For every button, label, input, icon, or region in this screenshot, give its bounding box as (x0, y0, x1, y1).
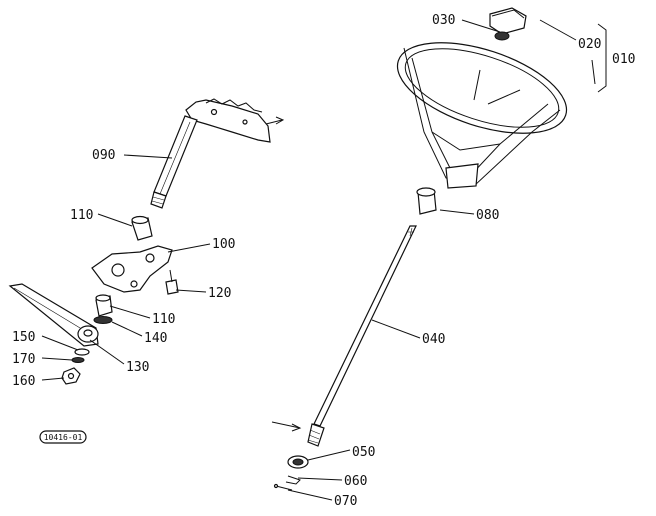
callout-050: 050 (352, 445, 375, 460)
nut-160 (61, 367, 81, 385)
bushing-080 (416, 187, 437, 215)
callout-090: 090 (92, 148, 115, 163)
reference-code: 10416-01 (44, 433, 83, 442)
callout-170: 170 (12, 352, 35, 367)
callout-070: 070 (334, 494, 357, 509)
callout-010: 010 (612, 52, 635, 67)
drag-link-arm-130 (8, 283, 99, 347)
washer-150 (74, 348, 90, 356)
bolt-120 (165, 269, 179, 295)
lockwasher-170 (71, 357, 85, 363)
sector-shaft-090 (150, 115, 198, 209)
callout-060: 060 (344, 474, 367, 489)
bushing-110-lower (95, 294, 113, 317)
bushing-110-upper (131, 215, 153, 241)
callout-040: 040 (422, 332, 445, 347)
nut-030 (494, 31, 510, 41)
direction-arrow (271, 421, 302, 432)
steering-shaft-040 (307, 225, 417, 447)
bearing-050 (287, 455, 309, 469)
leader-lines (41, 19, 607, 501)
horn-cap-020 (489, 7, 527, 35)
callout-160: 160 (12, 374, 35, 389)
steering-arm-plate-100 (91, 245, 173, 293)
callout-140: 140 (144, 331, 167, 346)
callout-150: 150 (12, 330, 35, 345)
callout-110-upper: 110 (70, 208, 93, 223)
callout-100: 100 (212, 237, 235, 252)
callout-120: 120 (208, 286, 231, 301)
washer-140 (93, 316, 113, 324)
callout-030: 030 (432, 13, 455, 28)
callout-020: 020 (578, 37, 601, 52)
callout-110-lower: 110 (152, 312, 175, 327)
clip-060 (285, 475, 301, 485)
pin-070 (273, 483, 293, 491)
steering-wheel-010 (396, 42, 568, 189)
sector-gear-plate (185, 98, 285, 143)
reference-code-box: 10416-01 (39, 430, 87, 444)
callout-080: 080 (476, 208, 499, 223)
callout-130: 130 (126, 360, 149, 375)
